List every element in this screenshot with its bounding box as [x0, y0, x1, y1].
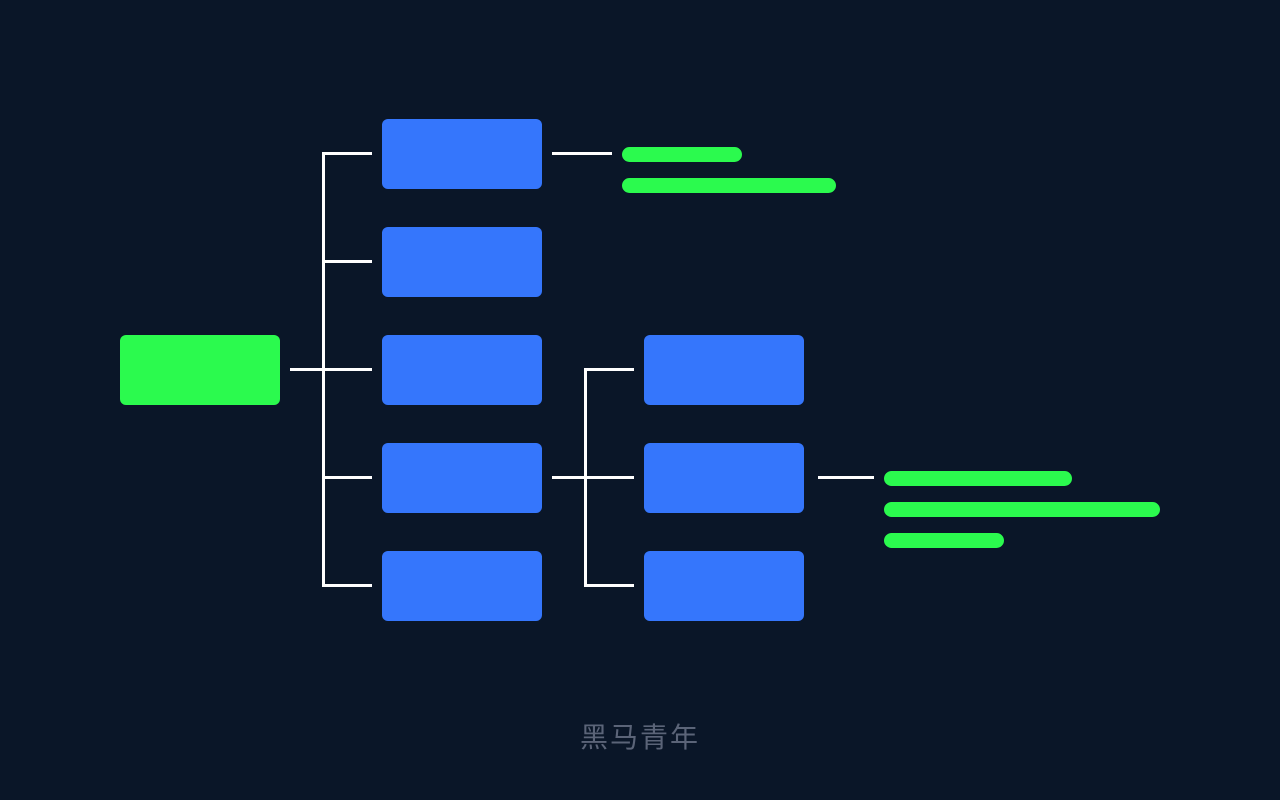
leaf-pill-1[interactable] [622, 147, 742, 162]
leaf-pill-3[interactable] [884, 471, 1072, 486]
connector-c-b5-stub [322, 584, 372, 587]
branch-node-3[interactable] [382, 335, 542, 405]
connector-c-b4-stub [322, 476, 372, 479]
connector-c-pill-top [552, 152, 612, 155]
connector-c-b2-stub [322, 260, 372, 263]
branch-node-2[interactable] [382, 227, 542, 297]
branch-node-5[interactable] [382, 551, 542, 621]
subbranch-node-3[interactable] [644, 551, 804, 621]
leaf-pill-5[interactable] [884, 533, 1004, 548]
root-node-1[interactable] [120, 335, 280, 405]
subbranch-node-2[interactable] [644, 443, 804, 513]
connector-c-pill-right [818, 476, 874, 479]
connector-c-b1-stub [322, 152, 372, 155]
connector-c-b3-stub [322, 368, 372, 371]
branch-node-1[interactable] [382, 119, 542, 189]
watermark-text: 黑马青年 [579, 721, 700, 754]
leaf-pill-2[interactable] [622, 178, 836, 193]
leaf-pill-4[interactable] [884, 502, 1160, 517]
connector-c-d3-stub [584, 584, 634, 587]
branch-node-4[interactable] [382, 443, 542, 513]
connector-c-d1-stub [584, 368, 634, 371]
connector-c-d2-stub [584, 476, 634, 479]
subbranch-node-1[interactable] [644, 335, 804, 405]
